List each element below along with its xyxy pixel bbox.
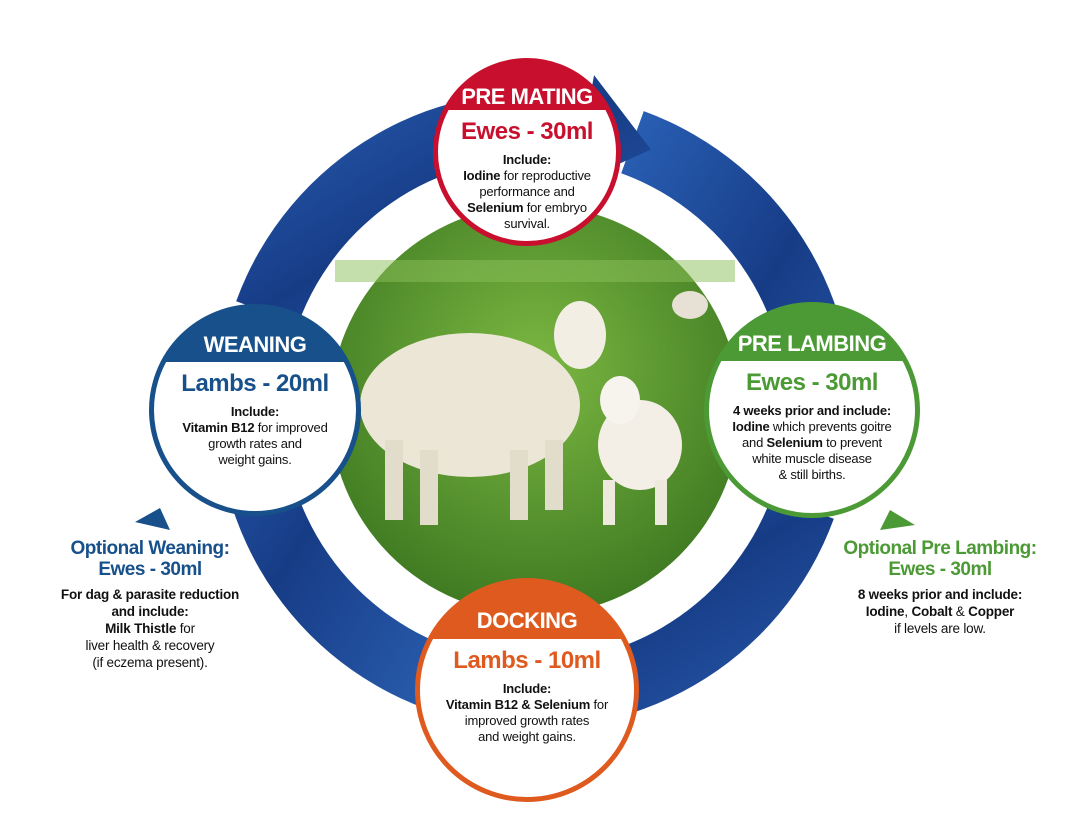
stage-title: PRE LAMBING (737, 330, 887, 356)
text: & still births. (778, 466, 846, 482)
bold-text: Selenium (766, 434, 823, 450)
text: which prevents goitre (769, 418, 892, 434)
text: survival. (504, 215, 550, 231)
bold-text: Selenium (467, 199, 524, 215)
bold-text: Iodine (463, 167, 501, 183)
body-line: and weight gains. (420, 729, 634, 745)
text: white muscle disease (752, 450, 872, 466)
body-line: & still births. (709, 467, 915, 483)
text: performance and (479, 183, 575, 199)
body-line: Include: (438, 152, 616, 168)
stage-dose: Ewes - 30ml (746, 368, 878, 396)
optional-details: 8 weeks prior and include:Iodine, Cobalt… (800, 586, 1080, 637)
body-line: liver health & recovery (20, 637, 280, 654)
text: growth rates and (208, 435, 302, 451)
text: to prevent (822, 434, 882, 450)
body-line: improved growth rates (420, 713, 634, 729)
body-line: For dag & parasite reduction (20, 586, 280, 603)
text: for embryo (523, 199, 587, 215)
text: for (176, 621, 195, 636)
bold-text: Vitamin B12 & Selenium (445, 696, 591, 712)
bold-text: For dag & parasite reduction (60, 587, 240, 602)
body-line: Iodine for reproductive (438, 168, 616, 184)
body-line: Vitamin B12 for improved (154, 420, 356, 436)
stage-pre-lambing: PRE LAMBING Ewes - 30ml 4 weeks prior and … (704, 302, 920, 518)
body-line: Include: (154, 404, 356, 420)
optional-weaning-arrow-icon (135, 508, 170, 530)
bold-text: Include: (502, 151, 552, 167)
body-line: Iodine, Cobalt & Copper (800, 603, 1080, 620)
body-line: performance and (438, 184, 616, 200)
body-line: (if eczema present). (20, 654, 280, 671)
text: weight gains. (218, 451, 292, 467)
text: , (904, 604, 912, 619)
bold-text: 4 weeks prior and include: (732, 402, 892, 418)
sheep-illustration-icon (335, 260, 735, 525)
optional-pre-lambing: Optional Pre Lambing:Ewes - 30ml 8 weeks … (800, 538, 1080, 637)
text: improved growth rates (464, 712, 590, 728)
body-line: and Selenium to prevent (709, 435, 915, 451)
body-line: 4 weeks prior and include: (709, 403, 915, 419)
text: for reproductive (500, 167, 591, 183)
bold-text: Cobalt (911, 604, 953, 619)
text: and (742, 434, 767, 450)
text: for improved (254, 419, 328, 435)
optional-title-2: Ewes - 30ml (98, 559, 202, 580)
bold-text: Milk Thistle (105, 621, 177, 636)
body-line: Iodine which prevents goitre (709, 419, 915, 435)
body-line: survival. (438, 216, 616, 232)
optional-title-1: Optional Pre Lambing: (843, 538, 1037, 559)
bold-text: 8 weeks prior and include: (857, 587, 1023, 602)
stage-dose: Lambs - 10ml (453, 646, 601, 674)
bold-text: Include: (230, 403, 280, 419)
bold-text: Include: (502, 680, 552, 696)
stage-dose: Lambs - 20ml (181, 369, 329, 397)
optional-pre-lambing-arrow-icon (880, 510, 915, 530)
bold-text: Iodine (865, 604, 905, 619)
optional-details: For dag & parasite reduction and include:… (20, 586, 280, 671)
text: & (952, 604, 969, 619)
optional-title-1: Optional Weaning: (70, 538, 230, 559)
bold-text: Copper (968, 604, 1015, 619)
body-line: 8 weeks prior and include: (800, 586, 1080, 603)
body-line: white muscle disease (709, 451, 915, 467)
body-line: Milk Thistle for (20, 620, 280, 637)
body-line: if levels are low. (800, 620, 1080, 637)
stage-details: 4 weeks prior and include:Iodine which p… (709, 403, 915, 483)
bold-text: Iodine (732, 418, 770, 434)
optional-title-2: Ewes - 30ml (888, 559, 992, 580)
body-line: weight gains. (154, 452, 356, 468)
body-line: Include: (420, 681, 634, 697)
stage-dose: Ewes - 30ml (461, 117, 593, 145)
text: (if eczema present). (92, 655, 208, 670)
text: liver health & recovery (85, 638, 215, 653)
bold-text: Vitamin B12 (182, 419, 255, 435)
text: and weight gains. (478, 728, 576, 744)
body-line: Selenium for embryo (438, 200, 616, 216)
stage-title: DOCKING (476, 607, 578, 633)
bold-text: and include: (111, 604, 189, 619)
stage-title: PRE MATING (461, 83, 593, 109)
text: if levels are low. (894, 621, 986, 636)
stage-title: WEANING (203, 332, 307, 358)
body-line: Vitamin B12 & Selenium for (420, 697, 634, 713)
body-line: growth rates and (154, 436, 356, 452)
body-line: and include: (20, 603, 280, 620)
text: for (590, 696, 609, 712)
